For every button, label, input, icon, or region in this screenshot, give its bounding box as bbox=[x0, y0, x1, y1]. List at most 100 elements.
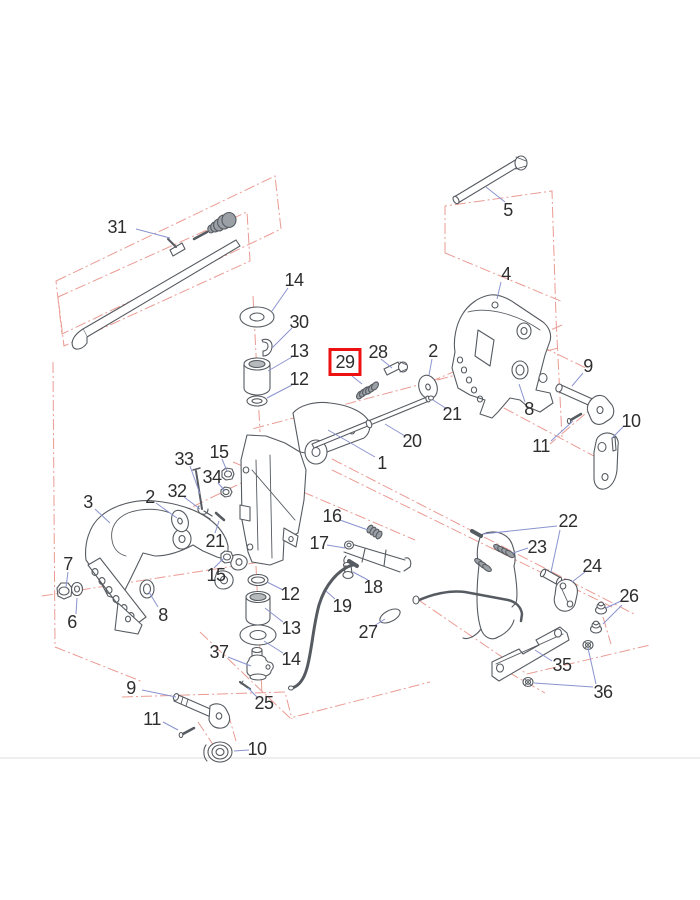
leader-line-34 bbox=[217, 482, 226, 492]
part-31-spring bbox=[207, 211, 237, 234]
part-label-13[interactable]: 13 bbox=[281, 618, 301, 638]
leader-line-27 bbox=[373, 618, 386, 627]
part-13-bushing-lower bbox=[245, 590, 271, 626]
part-22-23-tilt-lock-assembly bbox=[412, 529, 524, 640]
part-label-7[interactable]: 7 bbox=[63, 554, 73, 574]
part-label-15[interactable]: 15 bbox=[209, 442, 229, 462]
part-label-32[interactable]: 32 bbox=[167, 481, 187, 501]
leader-line-7 bbox=[65, 571, 69, 588]
leader-line-13 bbox=[267, 356, 293, 372]
part-label-17[interactable]: 17 bbox=[309, 533, 329, 553]
part-22-pin-cylinder bbox=[539, 568, 563, 586]
part-11-pin-right bbox=[566, 412, 583, 425]
part-label-2[interactable]: 2 bbox=[145, 487, 155, 507]
leader-line-35 bbox=[534, 649, 553, 662]
leader-line-1 bbox=[327, 429, 376, 458]
part-1-swivel-bracket bbox=[239, 401, 371, 566]
part-label-26[interactable]: 26 bbox=[619, 586, 639, 606]
part-14-washer-top bbox=[239, 306, 275, 328]
part-label-37[interactable]: 37 bbox=[209, 642, 229, 662]
part-10-grommet-bottom bbox=[203, 741, 233, 763]
part-label-35[interactable]: 35 bbox=[552, 655, 572, 675]
leader-line-23 bbox=[512, 547, 529, 554]
part-29-spring bbox=[355, 381, 380, 400]
leader-line-29 bbox=[351, 375, 363, 385]
part-31-tilt-rod bbox=[71, 211, 241, 350]
part-24-bracket-plate bbox=[553, 578, 578, 612]
part-label-19[interactable]: 19 bbox=[332, 596, 352, 616]
leader-line-9 bbox=[571, 372, 584, 387]
part-label-25[interactable]: 25 bbox=[254, 693, 274, 713]
leader-line-14 bbox=[263, 640, 284, 654]
part-label-16[interactable]: 16 bbox=[322, 506, 342, 526]
leader-line-21 bbox=[432, 399, 448, 410]
leader-line-12 bbox=[266, 384, 293, 399]
part-32-cotter-pin bbox=[197, 505, 213, 520]
part-label-21[interactable]: 21 bbox=[205, 531, 225, 551]
part-label-21[interactable]: 21 bbox=[442, 404, 462, 424]
part-label-22[interactable]: 22 bbox=[558, 511, 578, 531]
part-3-stern-bracket-left bbox=[85, 500, 248, 635]
part-label-10[interactable]: 10 bbox=[247, 739, 267, 759]
part-19-tube bbox=[287, 559, 359, 691]
part-9-clevis-pin-right bbox=[555, 383, 615, 425]
part-9-clevis-pin-bottom bbox=[172, 693, 231, 729]
part-label-36[interactable]: 36 bbox=[593, 682, 613, 702]
leader-line-22 bbox=[482, 525, 558, 535]
leader-line-15 bbox=[213, 557, 225, 569]
leader-line-12 bbox=[266, 581, 284, 591]
part-label-10[interactable]: 10 bbox=[621, 411, 641, 431]
part-label-15[interactable]: 15 bbox=[206, 565, 226, 585]
leader-line-26 bbox=[602, 604, 623, 625]
part-7-nut bbox=[56, 582, 73, 600]
leader-line-24 bbox=[571, 571, 586, 583]
part-label-18[interactable]: 18 bbox=[363, 577, 383, 597]
leader-line-2 bbox=[155, 502, 178, 519]
part-label-29-highlighted[interactable]: 29 bbox=[328, 348, 362, 376]
leader-line-18 bbox=[352, 571, 369, 581]
part-label-8[interactable]: 8 bbox=[158, 605, 168, 625]
leader-line-36 bbox=[587, 647, 597, 685]
leader-line-22 bbox=[550, 529, 561, 573]
leader-line-30 bbox=[271, 327, 293, 349]
leader-line-10 bbox=[233, 749, 250, 752]
part-15-nut-lower bbox=[220, 550, 234, 564]
part-label-3[interactable]: 3 bbox=[83, 492, 93, 512]
part-label-2[interactable]: 2 bbox=[428, 341, 438, 361]
part-label-4[interactable]: 4 bbox=[501, 264, 511, 284]
part-label-6[interactable]: 6 bbox=[67, 612, 77, 632]
leader-line-8 bbox=[518, 383, 526, 403]
part-label-30[interactable]: 30 bbox=[289, 312, 309, 332]
part-label-1[interactable]: 1 bbox=[377, 453, 387, 473]
part-label-20[interactable]: 20 bbox=[402, 431, 422, 451]
part-label-34[interactable]: 34 bbox=[202, 467, 222, 487]
part-6-washer bbox=[70, 581, 84, 597]
part-label-23[interactable]: 23 bbox=[527, 537, 547, 557]
part-30-clip bbox=[261, 338, 273, 357]
part-label-9[interactable]: 9 bbox=[126, 678, 136, 698]
part-label-11[interactable]: 11 bbox=[532, 436, 550, 456]
part-label-14[interactable]: 14 bbox=[284, 270, 304, 290]
part-label-14[interactable]: 14 bbox=[281, 649, 301, 669]
part-label-33[interactable]: 33 bbox=[174, 449, 194, 469]
part-label-24[interactable]: 24 bbox=[582, 556, 602, 576]
part-label-28[interactable]: 28 bbox=[368, 342, 388, 362]
part-label-5[interactable]: 5 bbox=[503, 200, 513, 220]
part-label-8[interactable]: 8 bbox=[524, 399, 534, 419]
leader-line-9 bbox=[141, 689, 177, 698]
part-label-31[interactable]: 31 bbox=[107, 217, 127, 237]
part-label-13[interactable]: 13 bbox=[289, 341, 309, 361]
part-label-9[interactable]: 9 bbox=[583, 356, 593, 376]
part-11-pin-bottom bbox=[178, 726, 196, 739]
leader-line-21 bbox=[214, 520, 220, 534]
leader-line-19 bbox=[325, 590, 336, 600]
part-15-nut-upper bbox=[221, 467, 235, 481]
part-label-12[interactable]: 12 bbox=[289, 369, 309, 389]
leader-line-33 bbox=[189, 465, 201, 495]
leader-line-3 bbox=[94, 508, 111, 524]
part-label-12[interactable]: 12 bbox=[280, 584, 300, 604]
part-13-bushing-top bbox=[243, 357, 271, 396]
part-label-27[interactable]: 27 bbox=[358, 622, 378, 642]
part-label-11[interactable]: 11 bbox=[143, 709, 161, 729]
